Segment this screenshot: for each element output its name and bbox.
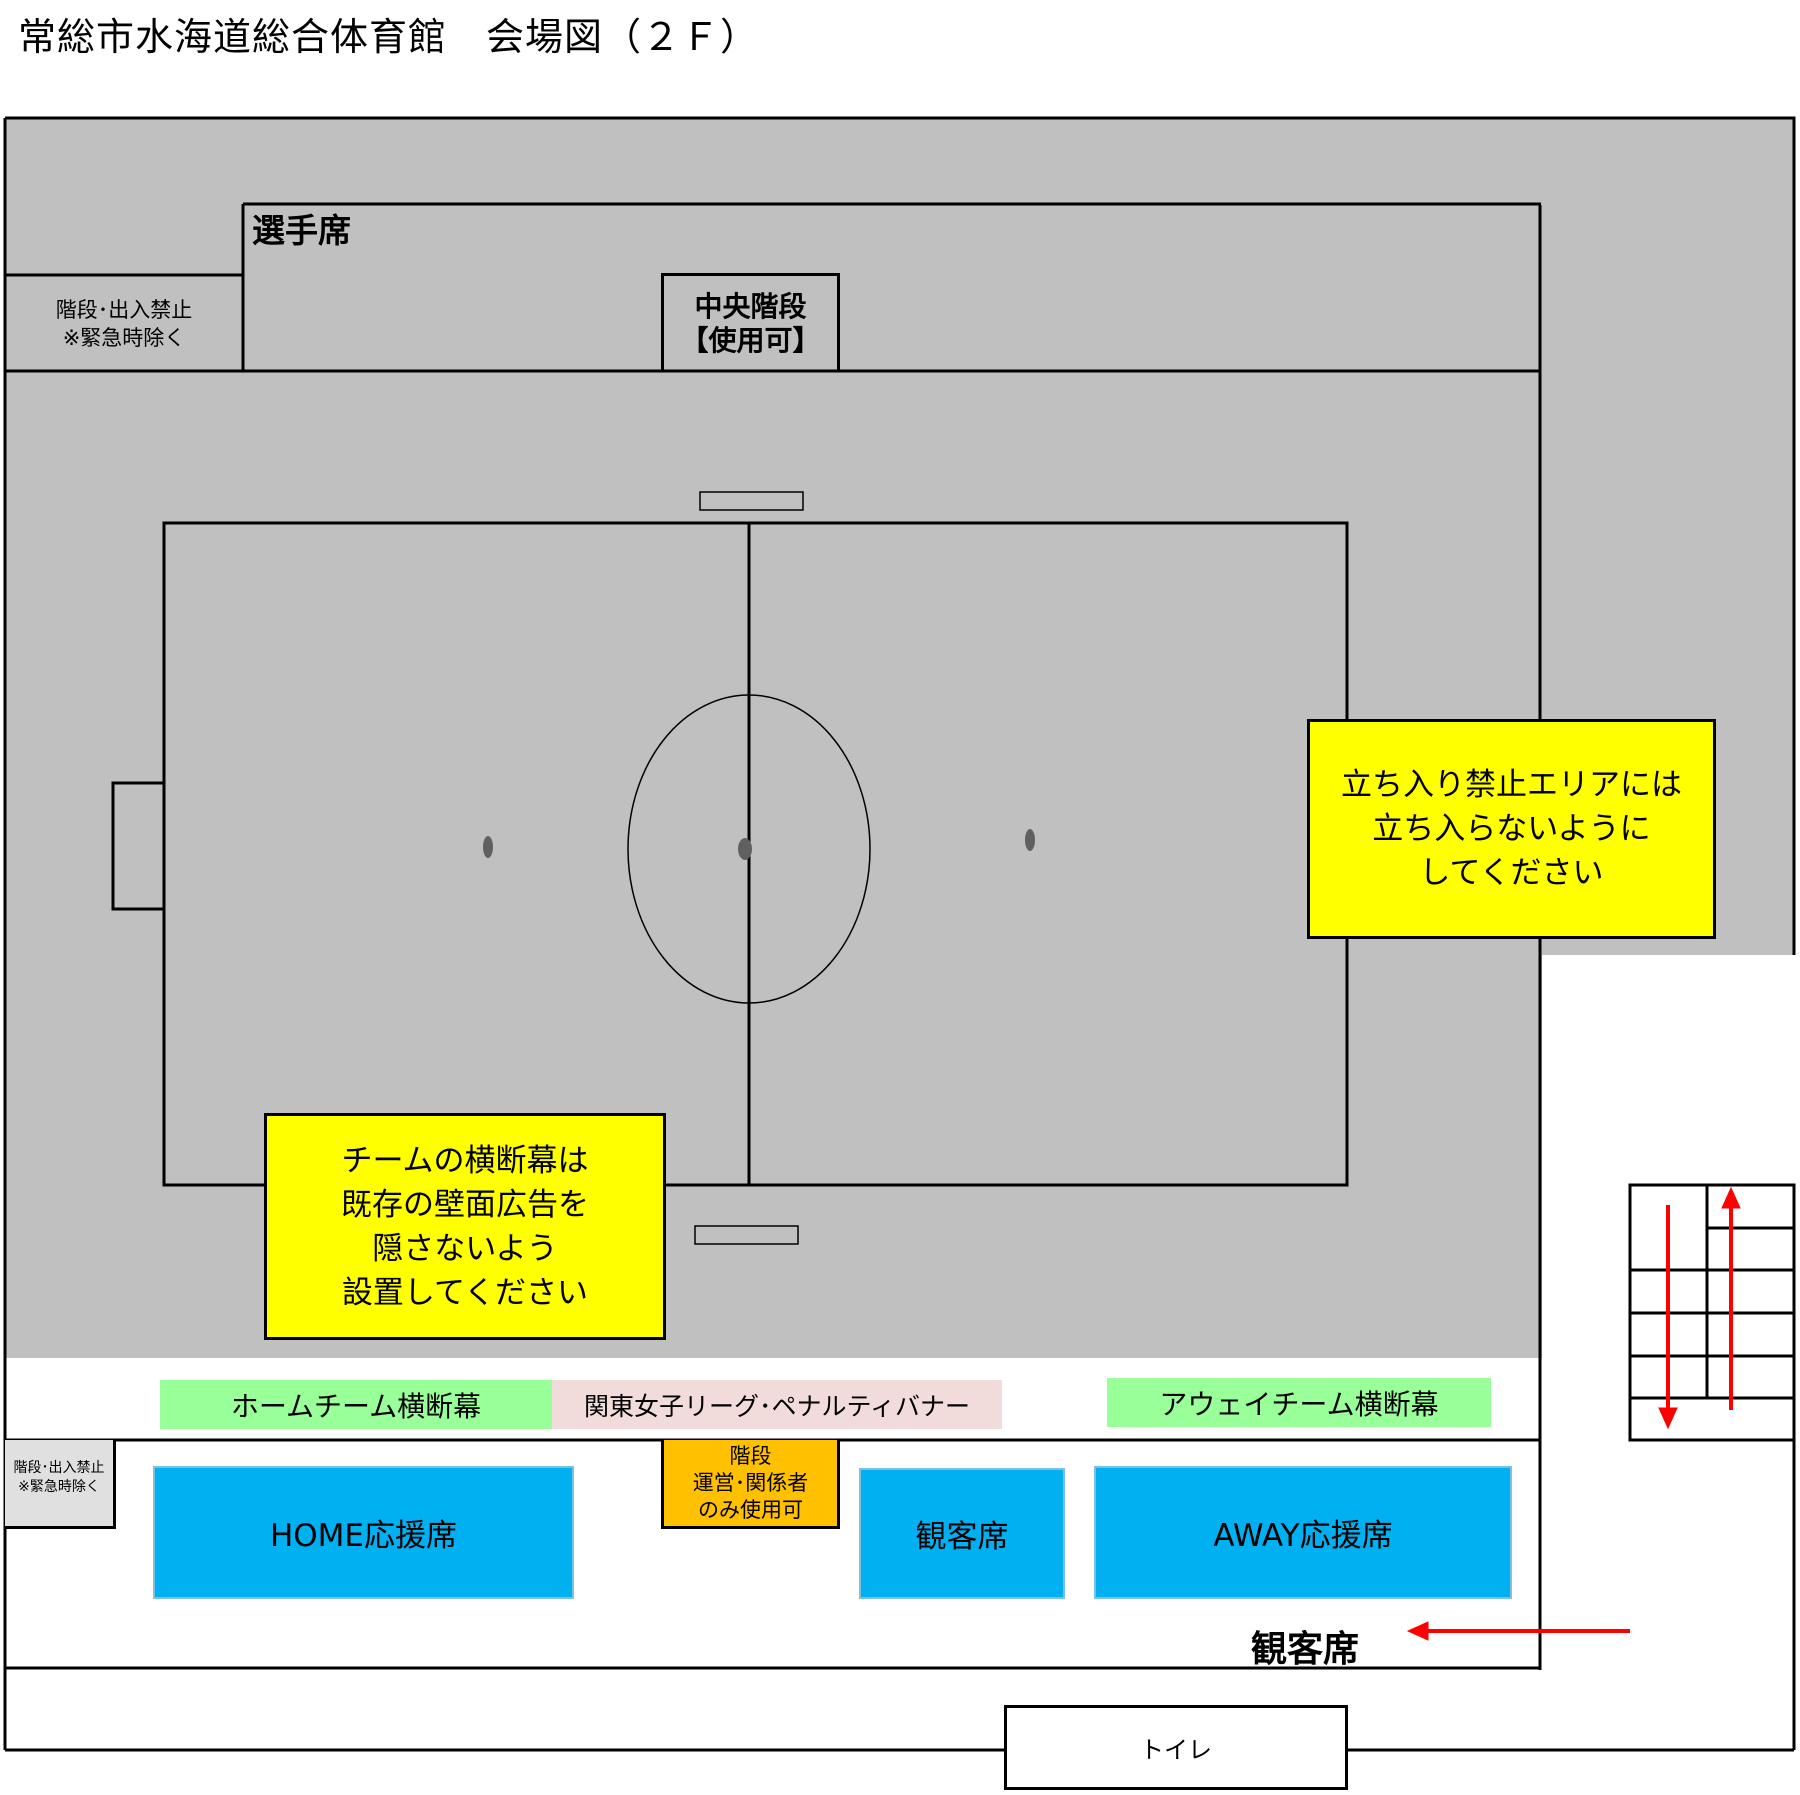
arrow-down-icon	[1658, 1407, 1678, 1430]
notice-banner-line2: 既存の壁面広告を	[341, 1186, 589, 1223]
staff-only-stairs: 階段 運営･関係者 のみ使用可	[661, 1440, 840, 1529]
notice-restricted-line1: 立ち入り禁止エリアには	[1341, 767, 1682, 803]
league-penalty-banner: 関東女子リーグ･ペナルティバナー	[552, 1380, 1002, 1429]
notice-restricted-area: 立ち入り禁止エリアには 立ち入らないように してください	[1307, 719, 1716, 939]
central-stairs-line1: 中央階段	[694, 290, 807, 323]
spectator-seats: 観客席	[859, 1468, 1065, 1599]
spectator-area-label: 観客席	[1251, 1629, 1360, 1670]
notice-banner-line4: 設置してください	[341, 1274, 589, 1311]
staff-stairs-line3: のみ使用可	[698, 1497, 803, 1522]
away-team-banner: アウェイチーム横断幕	[1107, 1378, 1491, 1427]
notice-banner-line1: チームの横断幕は	[341, 1142, 589, 1179]
notice-restricted-line2: 立ち入らないように	[1372, 811, 1651, 847]
arena-floor-area	[5, 118, 1542, 1358]
toilet: トイレ	[1004, 1705, 1348, 1790]
home-support-seats: HOME応援席	[153, 1466, 574, 1599]
central-stairs-line2: 【使用可】	[680, 324, 821, 357]
stairs-no-entry-top: 階段･出入禁止 ※緊急時除く	[5, 276, 243, 371]
staff-stairs-line2: 運営･関係者	[692, 1470, 809, 1495]
stairs-no-entry-top-line2: ※緊急時除く	[62, 325, 186, 350]
arrow-up-icon	[1721, 1186, 1741, 1209]
home-team-banner: ホームチーム横断幕	[160, 1380, 552, 1429]
notice-team-banner: チームの横断幕は 既存の壁面広告を 隠さないよう 設置してください	[264, 1113, 666, 1340]
players-bench-label: 選手席	[252, 211, 351, 250]
away-support-seats: AWAY応援席	[1094, 1466, 1512, 1599]
arrow-left-icon	[1406, 1621, 1429, 1641]
staff-stairs-line1: 階段	[729, 1443, 772, 1468]
notice-restricted-line3: してください	[1419, 855, 1604, 891]
central-stairs: 中央階段 【使用可】	[661, 273, 840, 372]
stairs-no-entry-bottom: 階段･出入禁止 ※緊急時除く	[5, 1440, 116, 1529]
page-title: 常総市水海道総合体育館 会場図（２Ｆ）	[18, 15, 760, 59]
stairs-no-entry-bottom-line2: ※緊急時除く	[18, 1479, 100, 1495]
stairs-no-entry-top-line1: 階段･出入禁止	[55, 297, 193, 322]
stairs-no-entry-bottom-line1: 階段･出入禁止	[13, 1460, 105, 1476]
notice-banner-line3: 隠さないよう	[372, 1230, 558, 1267]
